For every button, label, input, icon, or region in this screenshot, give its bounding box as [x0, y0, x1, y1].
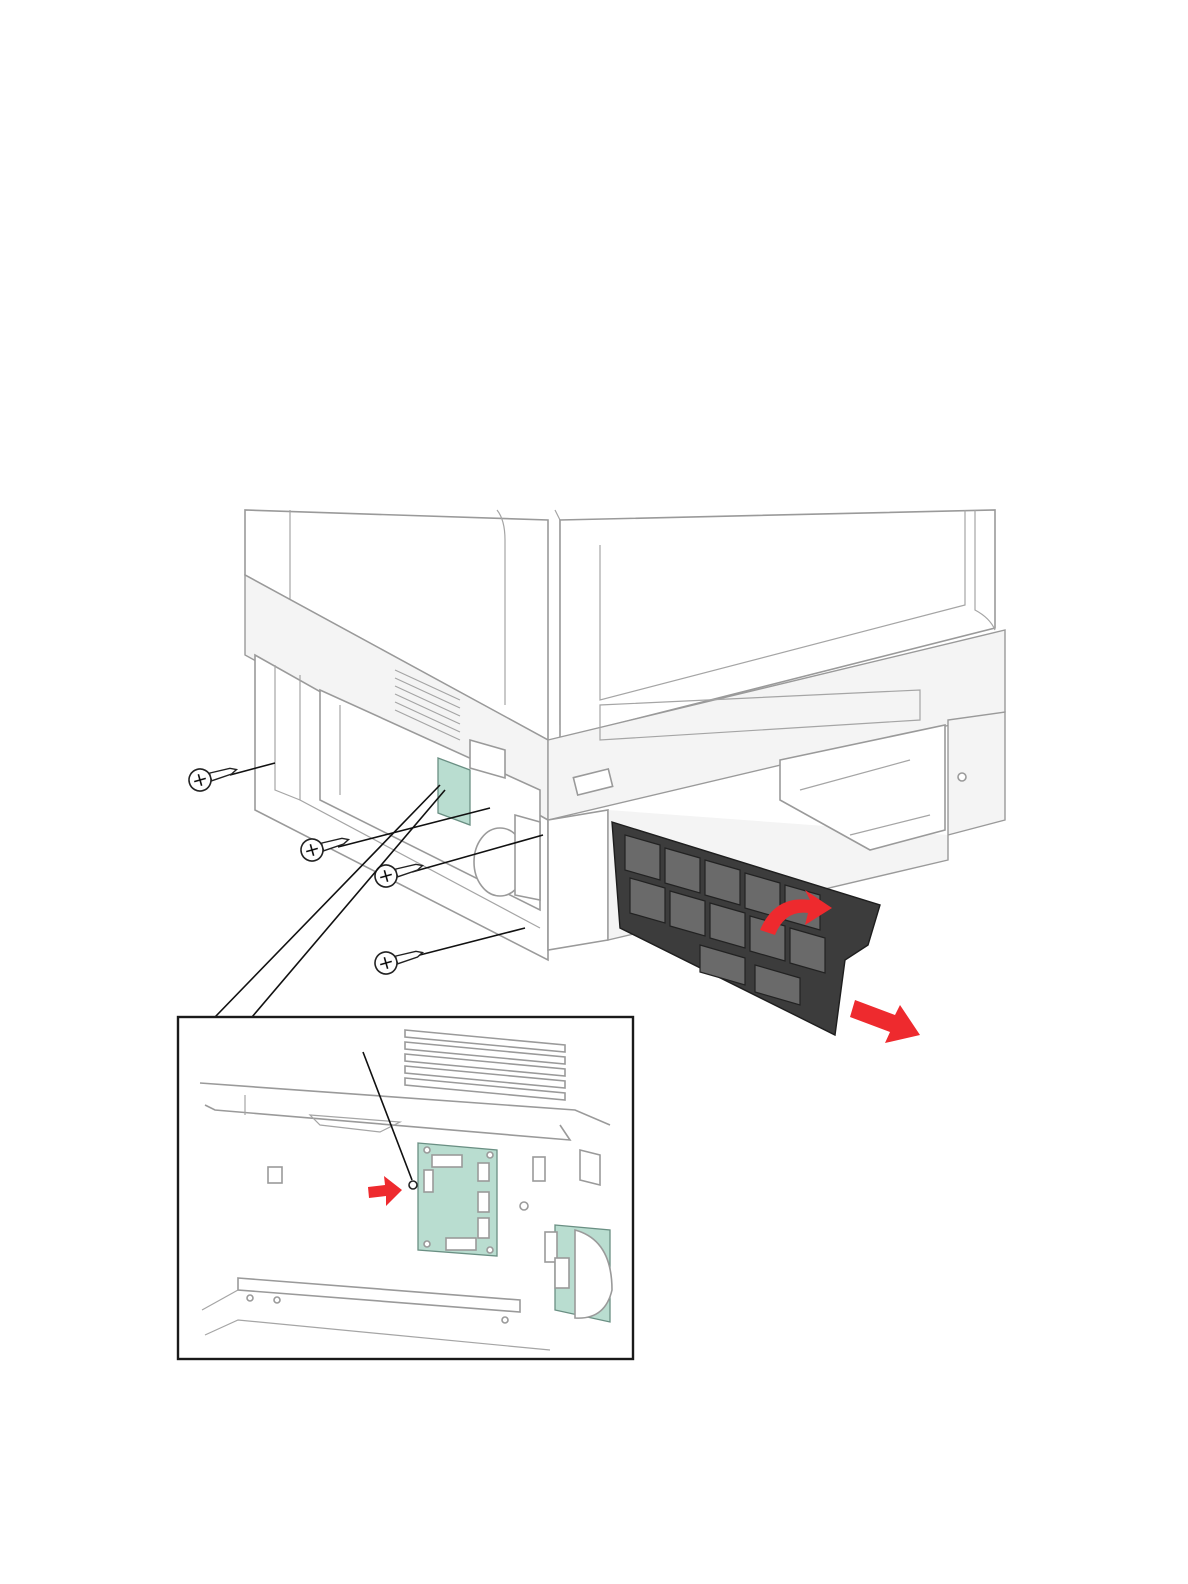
harness-screw	[409, 1181, 417, 1189]
inset-detail	[178, 1017, 633, 1359]
straight-arrow-icon	[850, 1000, 920, 1043]
screw-icon	[186, 759, 239, 794]
mount-screw	[958, 773, 966, 781]
inset-latch	[268, 1167, 282, 1183]
screw-icon	[372, 942, 425, 977]
